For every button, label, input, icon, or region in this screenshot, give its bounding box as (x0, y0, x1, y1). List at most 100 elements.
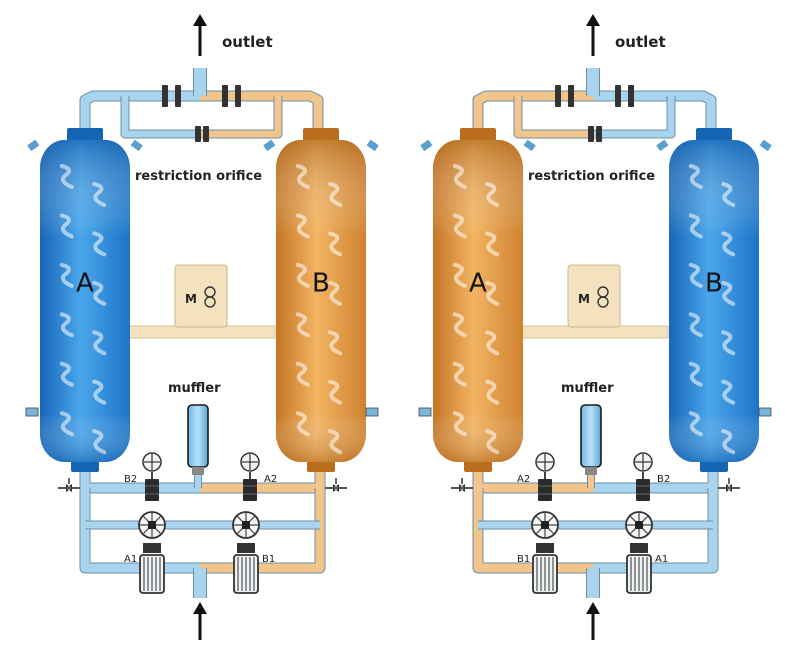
desiccant-swirl (328, 379, 343, 405)
desiccant-swirl (721, 280, 736, 306)
top-nozzle (366, 139, 379, 152)
desiccant-swirl (59, 262, 74, 288)
upper-manifold-pipe-right (593, 460, 719, 494)
desiccant-swirl (59, 213, 74, 239)
top-header-left-pipe (79, 90, 200, 130)
orifice-flange (588, 126, 594, 142)
tower-bottom-neck (700, 460, 728, 472)
controller-box (174, 264, 228, 328)
desiccant-swirl (328, 231, 343, 257)
check-valve-flange (175, 85, 181, 107)
tower-a: A (27, 128, 143, 472)
outlet-label: outlet (615, 33, 666, 51)
top-nozzle (759, 139, 772, 152)
muffler (580, 404, 602, 475)
desiccant-swirl (328, 280, 343, 306)
desiccant-swirl (92, 379, 107, 405)
orifice-bypass-pipe-b (200, 96, 283, 139)
upper-manifold-pipe-right (200, 460, 326, 494)
motor-label: M (578, 292, 590, 306)
inlet-valve-left (531, 511, 559, 594)
muffler-body (187, 404, 209, 468)
inlet-valve-right (232, 511, 260, 594)
tower-label-b: B (312, 268, 330, 298)
valve-label-upper-right: B2 (657, 474, 670, 485)
desiccant-swirl (485, 231, 500, 257)
desiccant-swirl (721, 330, 736, 356)
desiccant-swirl (688, 312, 703, 338)
inlet-valve-left (138, 511, 166, 594)
tower-a: A (420, 128, 536, 472)
check-valve-flange (615, 85, 621, 107)
valve-label-upper-right: A2 (264, 474, 277, 485)
desiccant-swirl (688, 411, 703, 437)
left-drain-valve (451, 478, 473, 492)
exhaust-valve-body (145, 479, 159, 501)
valve-label-upper-left: B2 (124, 474, 137, 485)
top-nozzle (263, 139, 276, 152)
outlet-arrow (193, 14, 207, 56)
desiccant-swirl (485, 182, 500, 207)
exhaust-valve-body (636, 479, 650, 501)
check-valve-flange (568, 85, 574, 107)
exhaust-valve-body (243, 479, 257, 501)
desiccant-swirl (328, 182, 343, 207)
top-header-right-pipe (200, 90, 324, 130)
tower-top-neck (696, 128, 732, 142)
desiccant-swirl (485, 429, 500, 455)
orifice-flange (596, 126, 602, 142)
desiccant-swirl (295, 361, 310, 387)
desiccant-swirl (92, 330, 107, 356)
top-nozzle (130, 139, 143, 152)
outlet-arrow (586, 14, 600, 56)
desiccant-swirl (485, 330, 500, 356)
check-valve-flange (628, 85, 634, 107)
motor-gauge-icon (204, 296, 216, 308)
bottom-nozzle (365, 407, 379, 417)
desiccant-swirl (452, 312, 467, 338)
top-nozzle (656, 139, 669, 152)
desiccant-swirl (688, 262, 703, 288)
desiccant-swirl (59, 164, 74, 189)
inlet-arrow (193, 602, 207, 640)
desiccant-swirl (328, 429, 343, 455)
check-valve-flange (555, 85, 561, 107)
exhaust-valve-handle (535, 452, 555, 484)
tower-bottom-neck (307, 460, 335, 472)
desiccant-swirl (688, 164, 703, 189)
tower-bottom-neck (464, 460, 492, 472)
tower-label-a: A (76, 268, 94, 298)
orifice-bypass-pipe (120, 96, 283, 139)
left-drain-valve (58, 478, 80, 492)
muffler-body (580, 404, 602, 468)
valve-label-lower-right: A1 (655, 554, 668, 565)
bottom-nozzle (25, 407, 39, 417)
tower-top-neck (303, 128, 339, 142)
tower-b: B (656, 128, 772, 472)
desiccant-swirl (688, 213, 703, 239)
tower-shading (433, 140, 523, 462)
tower-top-neck (460, 128, 496, 142)
desiccant-swirl (721, 182, 736, 207)
desiccant-swirl (328, 330, 343, 356)
orifice-flange (195, 126, 201, 142)
tower-label-b: B (705, 268, 723, 298)
desiccant-swirl (688, 361, 703, 387)
desiccant-swirl (295, 262, 310, 288)
desiccant-swirl (295, 164, 310, 189)
right-drain-valve (325, 478, 347, 492)
exhaust-valve-handle (142, 452, 162, 484)
desiccant-swirl (452, 411, 467, 437)
desiccant-swirl (92, 280, 107, 306)
desiccant-swirl (452, 361, 467, 387)
muffler-neck (585, 467, 597, 475)
tower-label-a: A (469, 268, 487, 298)
valve-label-lower-right: B1 (262, 554, 275, 565)
desiccant-swirl (59, 312, 74, 338)
top-nozzle (420, 139, 433, 152)
tower-shading (40, 140, 130, 462)
controller-shelf (124, 325, 276, 339)
desiccant-swirl (92, 231, 107, 257)
